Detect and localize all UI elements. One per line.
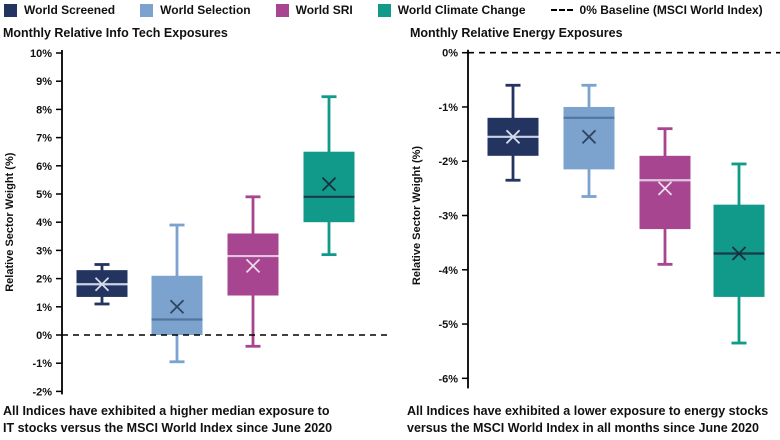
- svg-text:0%: 0%: [442, 48, 458, 60]
- svg-text:4%: 4%: [36, 217, 52, 229]
- svg-text:8%: 8%: [36, 104, 52, 116]
- world-climate-change-swatch-icon: [377, 3, 391, 17]
- legend-item-world-climate-change: World Climate Change: [377, 3, 526, 17]
- svg-text:-5%: -5%: [438, 319, 458, 331]
- svg-text:-2%: -2%: [438, 156, 458, 168]
- world-screened-swatch-icon: [4, 3, 17, 17]
- svg-text:10%: 10%: [30, 48, 52, 60]
- svg-text:-4%: -4%: [438, 265, 458, 277]
- svg-text:6%: 6%: [36, 161, 52, 173]
- svg-text:7%: 7%: [36, 133, 52, 145]
- title-prefix: Monthly Relative: [410, 26, 513, 40]
- svg-text:Relative Sector Weight (%): Relative Sector Weight (%): [4, 152, 16, 291]
- svg-text:-3%: -3%: [438, 211, 458, 223]
- svg-text:-6%: -6%: [438, 373, 458, 385]
- legend-label: World Screened: [24, 3, 116, 17]
- baseline-dashed-line-icon: [550, 9, 573, 11]
- caption-line: All Indices have exhibited a lower expos…: [407, 404, 769, 418]
- svg-text:3%: 3%: [36, 245, 52, 257]
- title-suffix: Exposures: [160, 26, 228, 40]
- energy-boxplot-chart: 0% -1% -2% -3% -4% -5% -6% Relative Sector Weig…: [411, 48, 780, 389]
- caption-line: versus the MSCI World Index in all month…: [407, 421, 759, 435]
- legend-item-baseline: 0% Baseline (MSCI World Index): [550, 3, 763, 17]
- svg-text:5%: 5%: [36, 189, 52, 201]
- legend-item-world-screened: World Screened: [4, 3, 115, 17]
- legend-label: World Selection: [160, 3, 251, 17]
- svg-text:-2%: -2%: [32, 386, 52, 398]
- energy-chart-title: Monthly Relative Energy Exposures: [410, 26, 623, 40]
- title-emphasis: Info Tech: [105, 26, 161, 40]
- legend-label: World SRI: [295, 3, 353, 17]
- infotech-caption: All Indices have exhibited a higher medi…: [3, 403, 332, 437]
- svg-text:-1%: -1%: [438, 102, 458, 114]
- energy-caption: All Indices have exhibited a lower expos…: [407, 403, 768, 437]
- title-suffix: Exposures: [555, 26, 623, 40]
- legend-label: World Climate Change: [397, 3, 526, 17]
- svg-text:1%: 1%: [36, 302, 52, 314]
- svg-text:0%: 0%: [36, 330, 52, 342]
- svg-text:Relative Sector Weight (%): Relative Sector Weight (%): [411, 146, 423, 285]
- legend-item-world-selection: World Selection: [140, 3, 251, 17]
- caption-line: All Indices have exhibited a higher medi…: [3, 404, 330, 418]
- title-prefix: Monthly Relative: [3, 26, 106, 40]
- legend-label: 0% Baseline (MSCI World Index): [579, 3, 763, 17]
- infotech-boxplot-chart: 10% 9% 8% 7% 6% 5% 4% 3% 2% 1% 0% -1% -2% Relative Se…: [4, 48, 392, 398]
- infotech-chart-title: Monthly Relative Info Tech Exposures: [3, 26, 228, 40]
- svg-text:9%: 9%: [36, 76, 52, 88]
- svg-text:-1%: -1%: [32, 358, 52, 370]
- world-selection-swatch-icon: [140, 3, 154, 17]
- svg-text:2%: 2%: [36, 274, 52, 286]
- title-emphasis: Energy: [512, 26, 556, 40]
- caption-line: IT stocks versus the MSCI World Index si…: [3, 421, 333, 435]
- legend-item-world-sri: World SRI: [275, 3, 353, 17]
- world-sri-swatch-icon: [275, 3, 289, 17]
- chart-legend: World Screened World Selection World SRI…: [4, 3, 763, 17]
